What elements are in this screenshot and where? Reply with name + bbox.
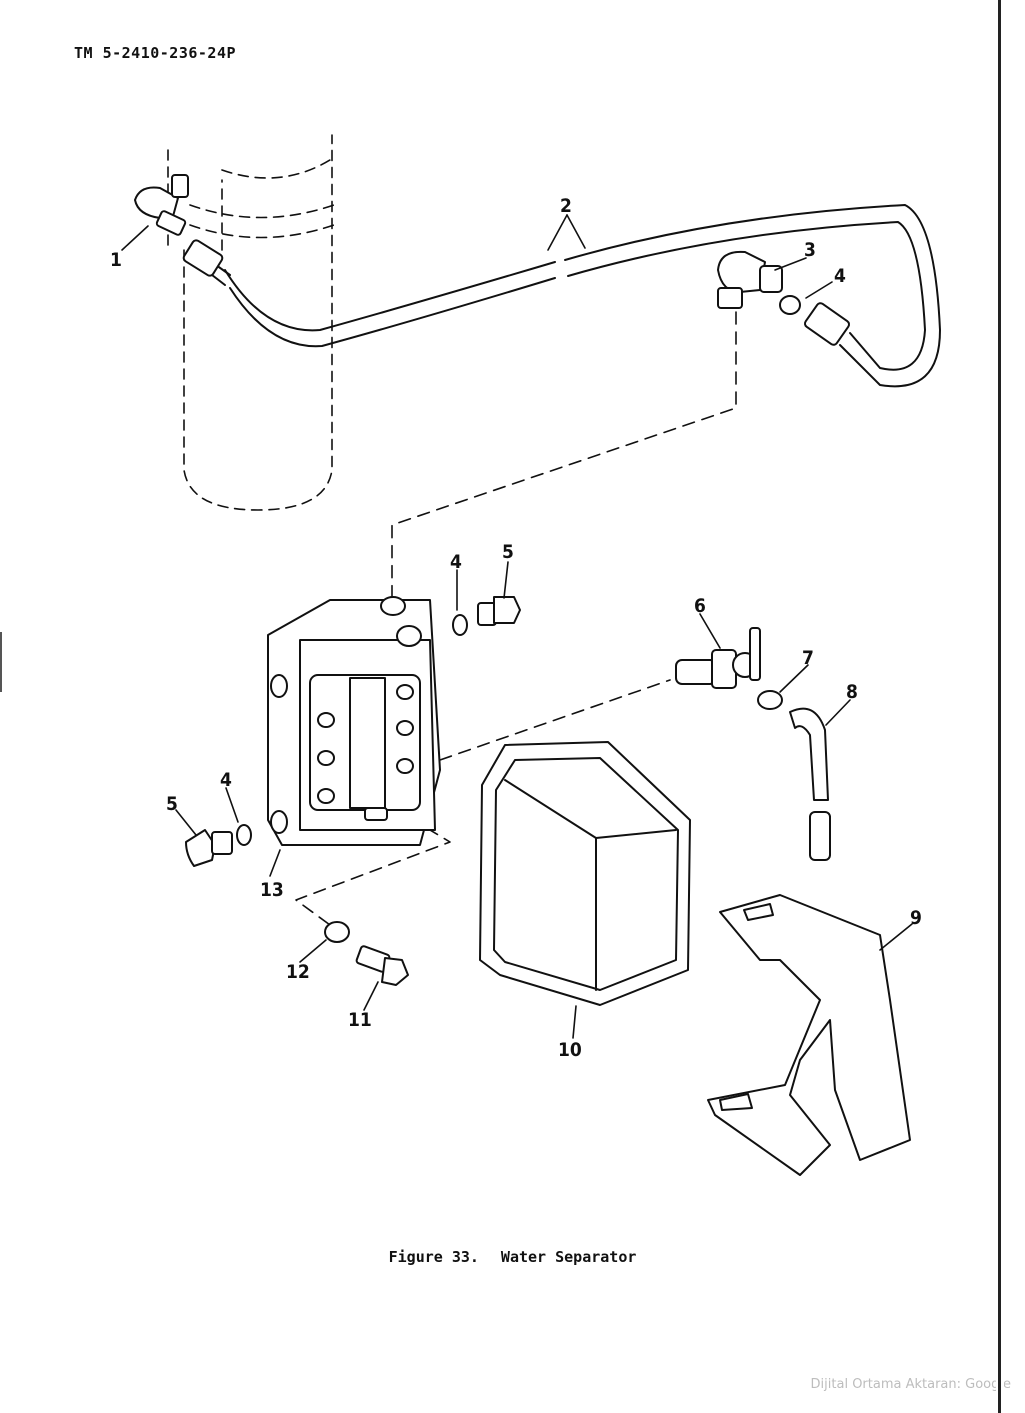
plug-part-5-lower <box>185 829 233 867</box>
callout-7: 7 <box>802 647 814 669</box>
digitizer-watermark: Dijital Ortama Aktaran: Google <box>810 1377 1011 1392</box>
figure-caption: Figure 33. Water Separator <box>0 1248 1025 1266</box>
phantom-fuel-tank <box>167 134 335 511</box>
callout-5-lower: 5 <box>166 793 178 815</box>
elbow-fitting-part-3 <box>717 250 783 309</box>
callout-10: 10 <box>558 1039 582 1061</box>
hose-part-8 <box>789 707 831 861</box>
callout-4-middle: 4 <box>450 551 462 573</box>
o-ring-part-4-lower <box>236 824 252 846</box>
figure-number: Figure 33. <box>388 1248 479 1266</box>
callout-3: 3 <box>804 239 816 261</box>
callout-1: 1 <box>110 249 122 271</box>
callout-labels: 1 2 3 4 4 4 5 5 6 7 8 9 10 11 12 13 <box>110 195 922 1061</box>
plug-part-5-upper <box>477 596 521 626</box>
bowl-part-10 <box>479 741 691 1006</box>
callout-11: 11 <box>348 1009 372 1031</box>
bolt-part-11 <box>355 945 409 986</box>
clamp-part-7 <box>757 690 783 710</box>
bracket-part-9 <box>707 894 911 1176</box>
drain-valve-part-6 <box>675 627 761 689</box>
callout-4-lower: 4 <box>220 769 232 791</box>
callout-6: 6 <box>694 595 706 617</box>
separator-head-part-13 <box>267 596 441 846</box>
callout-9: 9 <box>910 907 922 929</box>
scan-margin-mark <box>0 632 2 692</box>
scan-binding-edge <box>996 0 1004 1413</box>
callout-8: 8 <box>846 681 858 703</box>
tube-assembly-part-2 <box>182 204 941 388</box>
figure-title: Water Separator <box>500 1248 637 1266</box>
o-ring-part-4-top <box>779 295 801 315</box>
callout-2: 2 <box>560 195 572 217</box>
callout-13: 13 <box>260 879 284 901</box>
washer-part-12 <box>324 921 350 943</box>
callout-leader-lines <box>121 214 913 1039</box>
elbow-fitting-part-1 <box>134 174 189 236</box>
callout-5-upper: 5 <box>502 541 514 563</box>
document-id: TM 5-2410-236-24P <box>74 44 237 62</box>
callout-12: 12 <box>286 961 310 983</box>
callout-4-top: 4 <box>834 265 846 287</box>
o-ring-part-4-middle <box>452 614 468 636</box>
